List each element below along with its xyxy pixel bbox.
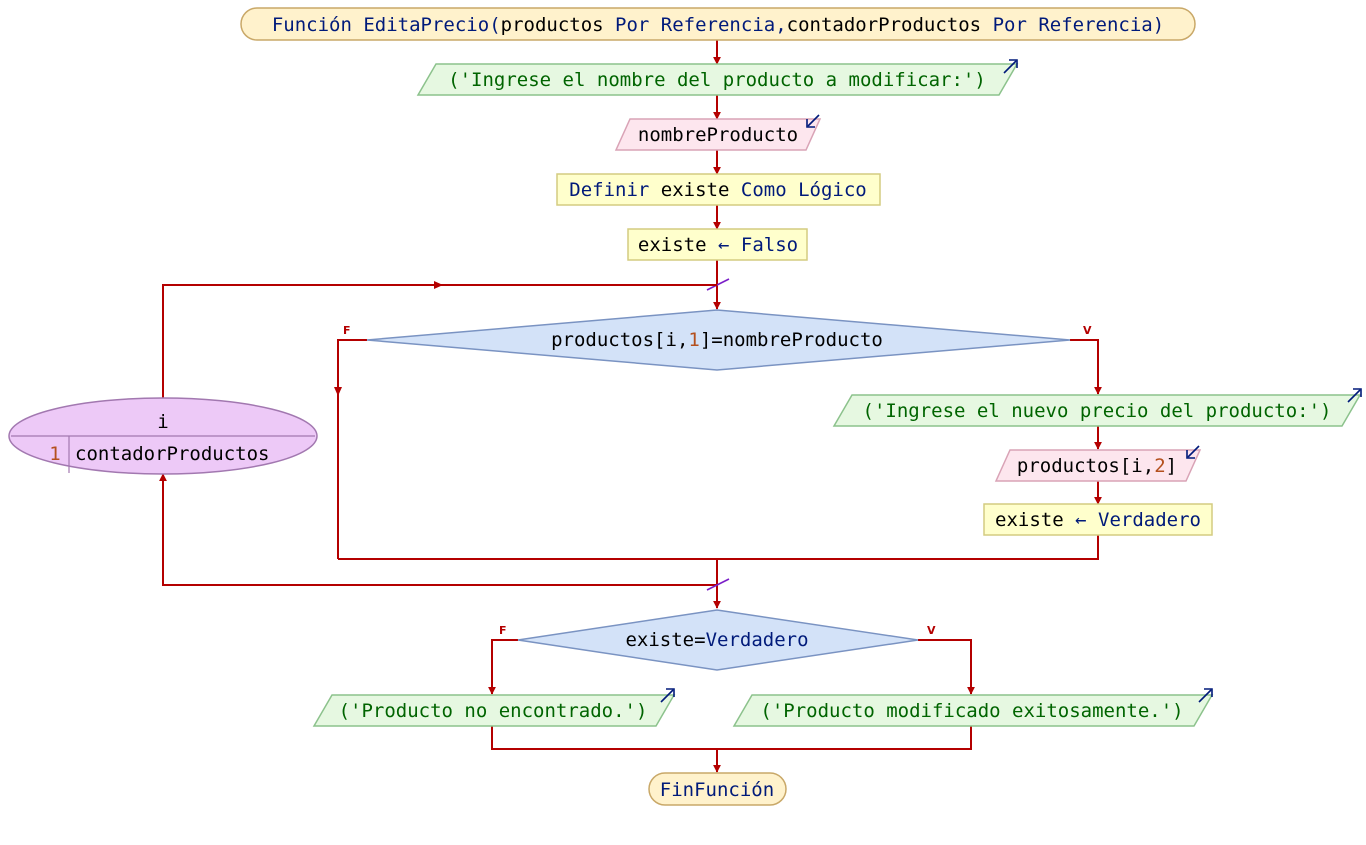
loop-exit-hatch: [706, 578, 730, 591]
decision-node-exists[interactable]: existe=Verdadero F V: [499, 609, 936, 671]
loop-end: contadorProductos: [75, 443, 269, 465]
output-node-prompt-price[interactable]: ('Ingrese el nuevo precio del producto:'…: [832, 388, 1362, 427]
assign-true-value: Verdadero: [1098, 509, 1201, 531]
assign-false-var: existe: [638, 234, 707, 256]
for-loop-node[interactable]: i 1 contadorProductos: [8, 397, 318, 475]
arrow-up-right-icon: [1198, 688, 1213, 703]
assign-false-arrow: ←: [718, 234, 729, 256]
loop-start: 1: [49, 443, 60, 465]
end-shape: [648, 772, 787, 806]
decision2-true-label: V: [927, 624, 936, 637]
assign-true-arrow: ←: [1075, 509, 1086, 531]
output-node-not-found[interactable]: ('Producto no encontrado.'): [312, 688, 676, 727]
connector-decision1-true: [1070, 339, 1102, 395]
connector-decision2-false: [488, 639, 518, 695]
decision1-index: 1: [688, 329, 699, 351]
input-node-read-price[interactable]: productos[i,2]: [994, 445, 1202, 482]
output-text-prompt-price: ('Ingrese el nuevo precio del producto:'…: [863, 400, 1332, 422]
output-shape: [312, 694, 676, 727]
header-by-ref-2: Por Referencia: [993, 14, 1153, 36]
arrow-decision1-false: [334, 387, 342, 396]
output-shape: [732, 694, 1214, 727]
decision1-true-label: V: [1083, 324, 1092, 337]
input-shape: [994, 449, 1202, 482]
input-node-read-name[interactable]: nombreProducto: [614, 114, 822, 151]
header-param2: contadorProductos: [787, 14, 981, 36]
function-header-shape: [240, 7, 1196, 41]
connector-decision2-true: [918, 639, 975, 695]
connector-merge-decision1: [338, 535, 1099, 560]
assign-true-text: existe ← Verdadero: [995, 509, 1201, 531]
loop-var: i: [157, 411, 168, 433]
decision1-right: ]=nombreProducto: [700, 329, 883, 351]
process-node-assign-false[interactable]: existe ← Falso: [627, 228, 808, 261]
decision-node-match[interactable]: productos[i,1]=nombreProducto F V: [343, 309, 1092, 371]
decision1-left: productos[i,: [551, 329, 688, 351]
decision2-text: existe=Verdadero: [625, 629, 808, 651]
output-shape: [416, 63, 1019, 96]
arrow-up-right-icon: [1347, 388, 1362, 403]
output-node-prompt-name[interactable]: ('Ingrese el nombre del producto a modif…: [416, 59, 1019, 96]
loop-entry-hatch: [706, 278, 730, 291]
decision1-false-label: F: [343, 324, 351, 337]
assign-false-value: Falso: [741, 234, 798, 256]
decision2-false-label: F: [499, 624, 507, 637]
assign-true-var: existe: [995, 509, 1064, 531]
arrow-down-left-icon: [806, 114, 820, 128]
read-price-index: 2: [1154, 455, 1165, 477]
define-var: existe: [661, 179, 730, 201]
output-node-success[interactable]: ('Producto modificado exitosamente.'): [732, 688, 1214, 727]
process-shape: [556, 173, 881, 206]
connector-merge-decision2: [491, 726, 972, 750]
read-price-text: productos[i,2]: [1017, 455, 1177, 477]
decision-shape: [517, 609, 919, 671]
process-node-assign-true[interactable]: existe ← Verdadero: [983, 503, 1213, 536]
connector-decision1-false: [337, 339, 367, 559]
output-text-prompt-name: ('Ingrese el nombre del producto a modif…: [448, 69, 986, 91]
arrow-loop-back: [434, 281, 443, 289]
define-kw-definir: Definir: [569, 179, 649, 201]
header-close-paren: ): [1153, 14, 1164, 36]
decision-shape: [366, 309, 1071, 371]
connector-loop-back: [162, 284, 717, 398]
function-header-node[interactable]: Función EditaPrecio(productos Por Refere…: [240, 7, 1196, 41]
arrow-up-right-icon: [660, 688, 675, 703]
output-text-success: ('Producto modificado exitosamente.'): [760, 700, 1183, 722]
define-type: Lógico: [798, 179, 867, 201]
output-shape: [832, 394, 1362, 427]
input-text-read-name: nombreProducto: [638, 124, 798, 146]
function-header-text: Función EditaPrecio(productos Por Refere…: [272, 14, 1164, 36]
connector-lines: [159, 40, 1102, 773]
process-shape: [627, 228, 808, 261]
header-open-paren: (: [489, 14, 500, 36]
header-param1: productos: [501, 14, 604, 36]
connector-to-loop-ellipse: [159, 473, 717, 586]
decision1-text: productos[i,1]=nombreProducto: [551, 329, 883, 351]
header-by-ref-1: Por Referencia: [615, 14, 775, 36]
arrow-down-left-icon: [1186, 445, 1200, 459]
process-node-define[interactable]: Definir existe Como Lógico: [556, 173, 881, 206]
arrow-up-right-icon: [1003, 59, 1018, 74]
decision2-value: Verdadero: [706, 629, 809, 651]
header-comma: ,: [775, 14, 786, 36]
end-node[interactable]: FinFunción: [648, 772, 787, 806]
end-text: FinFunción: [660, 779, 774, 801]
decision2-left: existe=: [625, 629, 705, 651]
header-kw-funcion: Función: [272, 14, 352, 36]
input-shape: [614, 118, 822, 151]
define-kw-como: Como: [741, 179, 787, 201]
read-price-left: productos[i,: [1017, 455, 1154, 477]
process-shape: [983, 503, 1213, 536]
read-price-right: ]: [1166, 455, 1177, 477]
assign-false-text: existe ← Falso: [638, 234, 798, 256]
define-text: Definir existe Como Lógico: [569, 179, 866, 201]
output-text-not-found: ('Producto no encontrado.'): [339, 700, 648, 722]
header-function-name: EditaPrecio: [363, 14, 489, 36]
